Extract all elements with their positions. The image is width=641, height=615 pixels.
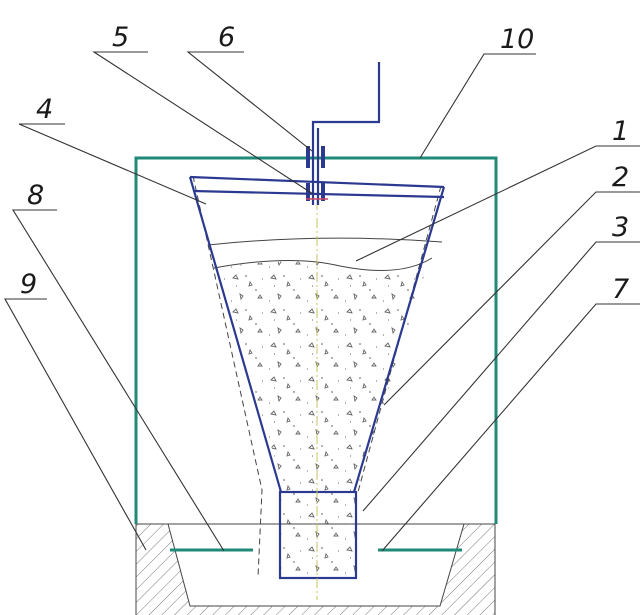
label-5: 5: [112, 22, 129, 53]
label-2: 2: [612, 162, 629, 193]
bulk-material: [192, 175, 443, 578]
label-9: 9: [20, 269, 37, 300]
label-10: 10: [500, 24, 534, 55]
outlet-sleeve: [278, 490, 358, 580]
label-3: 3: [612, 212, 629, 243]
label-1: 1: [612, 116, 629, 147]
outer-housing: [134, 156, 498, 524]
label-6: 6: [218, 22, 235, 53]
label-7: 7: [612, 274, 629, 305]
label-8: 8: [27, 180, 44, 211]
housing-outline: [134, 156, 498, 524]
shaft-assembly: [306, 62, 381, 600]
leader-lines: [4, 51, 640, 552]
part-labels: 10 6 5 4 1 2 8 3 7 9: [20, 22, 629, 305]
label-4: 4: [36, 94, 53, 125]
